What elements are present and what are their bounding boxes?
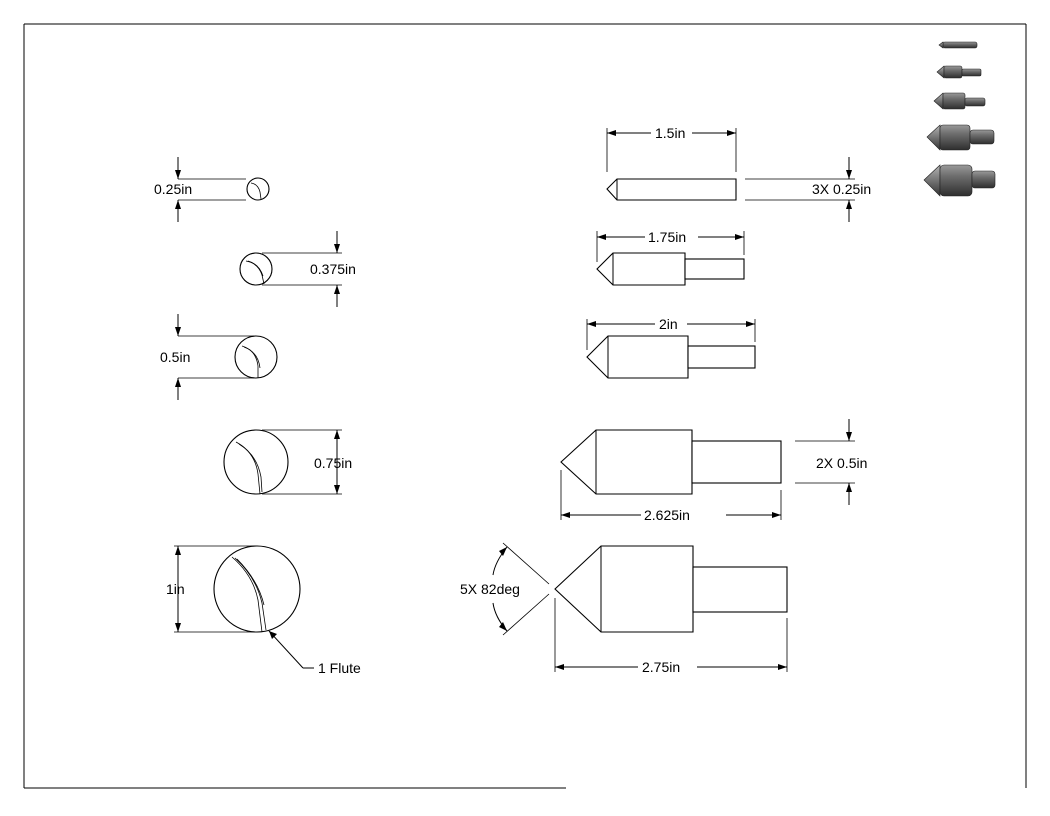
shank-note-large: 2X 0.5in xyxy=(816,455,867,471)
sheet-border xyxy=(23,23,1027,789)
diameter-label-0-75: 0.75in xyxy=(314,455,352,471)
length-label-2: 2in xyxy=(659,316,678,332)
side-view-1-5 xyxy=(606,128,855,222)
diameter-label-0-375: 0.375in xyxy=(310,261,356,277)
diameter-label-0-25: 0.25in xyxy=(154,181,192,197)
length-label-1-5: 1.5in xyxy=(655,125,685,141)
iso-thumbnail-1-5 xyxy=(938,41,978,49)
diameter-label-0-5: 0.5in xyxy=(160,349,190,365)
front-view-0-5 xyxy=(175,314,278,400)
front-view-0-75 xyxy=(223,429,342,495)
length-label-1-75: 1.75in xyxy=(648,229,686,245)
iso-thumbnail-2-625 xyxy=(926,124,995,151)
front-view-0-25 xyxy=(175,157,270,222)
front-view-1 xyxy=(174,545,301,633)
shank-note-small: 3X 0.25in xyxy=(812,181,871,197)
iso-thumbnail-2 xyxy=(933,92,986,110)
iso-thumbnail-1-75 xyxy=(936,65,982,79)
side-view-1-75 xyxy=(596,231,745,286)
flute-note: 1 Flute xyxy=(318,660,361,676)
length-label-2-75: 2.75in xyxy=(642,659,680,675)
angle-note: 5X 82deg xyxy=(460,581,520,597)
length-label-2-625: 2.625in xyxy=(644,507,690,523)
diameter-label-1: 1in xyxy=(166,581,185,597)
side-view-2-625 xyxy=(560,419,855,520)
front-view-0-375 xyxy=(239,231,342,307)
flute-leader xyxy=(268,630,314,669)
iso-thumbnail-2-75 xyxy=(923,164,996,197)
side-view-2 xyxy=(586,319,756,379)
side-view-2-75 xyxy=(492,542,788,672)
